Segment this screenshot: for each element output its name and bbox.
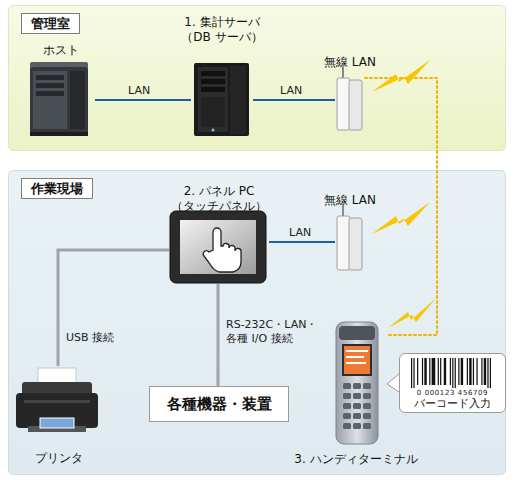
barcode-callout: 0 000123 456709バーコード入力: [399, 353, 506, 413]
site-band: 作業現場 2. パネル PC （タッチパネル） 無線 LAN プリンタ 各種機器・装置 3…: [8, 170, 506, 475]
room-band: 管理室ホスト 1. 集計サーバ （DB サーバ） 無線 LAN: [8, 5, 506, 151]
wireless-ap-node: 無線 LAN: [335, 55, 365, 133]
node-label: 3. ハンディターミナル: [294, 452, 417, 467]
area-tab: 管理室: [21, 13, 80, 34]
node-label: 各種機器・装置: [167, 395, 272, 414]
server-node: 1. 集計サーバ （DB サーバ）: [191, 15, 253, 138]
wireless-ap-node: 無線 LAN: [335, 193, 365, 273]
node-label: プリンタ: [35, 451, 83, 466]
handy-terminal-node: 3. ハンディターミナル: [326, 319, 386, 467]
node-label: ホスト: [43, 43, 79, 58]
node-label: 1. 集計サーバ （DB サーバ）: [177, 15, 267, 45]
area-tab: 作業現場: [21, 178, 93, 199]
node-label: 無線 LAN: [324, 55, 376, 70]
host-node: ホスト: [27, 43, 95, 137]
barcode-digits: 0 000123 456709: [417, 389, 488, 397]
node-label: 無線 LAN: [324, 193, 376, 208]
device-box: 各種機器・装置: [149, 386, 289, 422]
printer-node: プリンタ: [13, 366, 105, 466]
callout-text: バーコード入力: [414, 397, 491, 410]
panel-pc-node: 2. パネル PC （タッチパネル）: [169, 184, 269, 284]
node-label: 2. パネル PC （タッチパネル）: [169, 184, 269, 214]
